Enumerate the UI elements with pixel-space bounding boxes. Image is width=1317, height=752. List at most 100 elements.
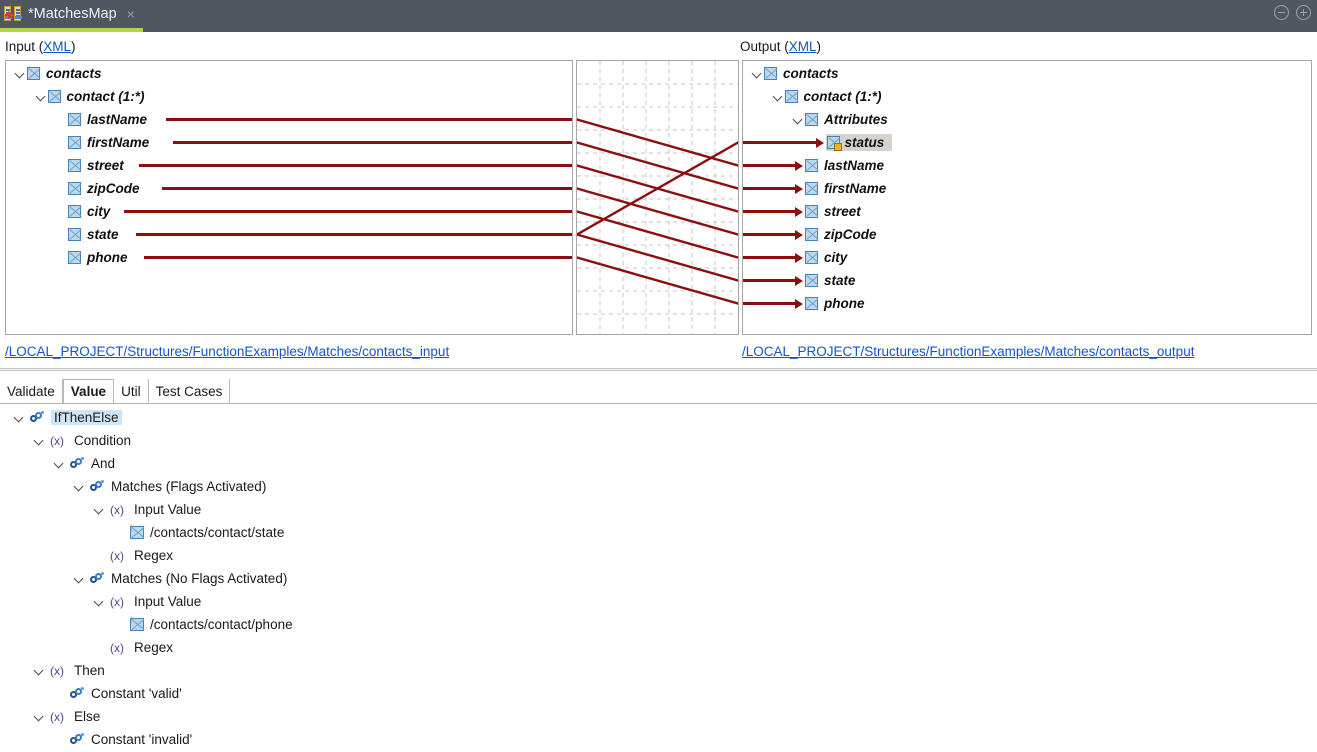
tab-matchesmap[interactable]: *MatchesMap × [0, 0, 143, 32]
chevron-down-icon[interactable] [772, 85, 785, 108]
tree-row[interactable]: street [792, 200, 863, 223]
mapping-stub-line [743, 256, 796, 259]
chevron-down-icon[interactable] [792, 108, 805, 131]
function-tree-row[interactable]: ↑/contacts/contact/state [110, 521, 284, 544]
tree-row[interactable]: state [55, 223, 121, 246]
tree-row-label: phone [824, 296, 865, 311]
tree-row-label: street [824, 204, 861, 219]
input-structure-path[interactable]: /LOCAL_PROJECT/Structures/FunctionExampl… [5, 344, 450, 359]
tree-row[interactable]: phone [55, 246, 130, 269]
function-tree-row[interactable]: (x)Input Value [90, 590, 201, 613]
tab-validate[interactable]: Validate [0, 379, 63, 403]
mapping-stub-line [743, 187, 796, 190]
tree-row[interactable]: street [55, 154, 126, 177]
tree-row[interactable]: lastName [792, 154, 886, 177]
tree-row[interactable]: contacts [751, 62, 841, 85]
function-tree-row[interactable]: ↑/contacts/contact/phone [110, 613, 293, 636]
chevron-down-icon[interactable] [30, 705, 50, 728]
output-tree-panel[interactable]: contacts contact (1:*) Attributes status las… [742, 60, 1312, 335]
mapping-stub-line [743, 141, 817, 144]
tab-test-cases[interactable]: Test Cases [149, 379, 231, 403]
tree-row[interactable]: Attributes [792, 108, 890, 131]
tab-util[interactable]: Util [114, 379, 149, 403]
tree-row[interactable]: zipCode [55, 177, 142, 200]
tree-row[interactable]: zipCode [792, 223, 879, 246]
xml-attribute-icon [826, 136, 842, 151]
input-xml-link[interactable]: XML [43, 39, 72, 54]
tree-row-content: phone [805, 296, 867, 311]
output-label-prefix: Output ( [740, 39, 789, 54]
tree-row[interactable]: firstName [55, 131, 151, 154]
function-tree-row[interactable]: Constant 'valid' [50, 682, 182, 705]
function-tree-row[interactable]: (x)Input Value [90, 498, 201, 521]
tree-row[interactable]: contact (1:*) [35, 85, 147, 108]
function-tree-row-label: Constant 'invalid' [91, 732, 193, 747]
tree-row[interactable]: lastName [55, 108, 149, 131]
chevron-down-icon[interactable] [751, 62, 764, 85]
function-tree-row[interactable]: IfThenElse [10, 406, 122, 429]
tree-row-label: status [842, 134, 889, 151]
tab-value[interactable]: Value [62, 379, 115, 403]
function-tree-row[interactable]: (x)Regex [90, 544, 173, 567]
function-tree-row[interactable]: And [50, 452, 115, 475]
tree-row-label: lastName [824, 158, 885, 173]
input-tree-panel[interactable]: contacts contact (1:*) lastName firstName st… [5, 60, 573, 335]
function-tree-row-label: Input Value [134, 502, 202, 517]
function-tree-row[interactable]: Matches (Flags Activated) [70, 475, 266, 498]
chevron-down-icon[interactable] [30, 429, 50, 452]
tree-row-content: street [805, 204, 863, 219]
chevron-down-icon[interactable] [70, 475, 90, 498]
tree-row[interactable]: phone [792, 292, 867, 315]
xfunction-icon: (x) [110, 594, 124, 609]
title-bar: *MatchesMap × [0, 0, 1317, 32]
output-label-suffix: ) [816, 39, 822, 54]
tree-row-label: contacts [783, 66, 839, 81]
horizontal-splitter[interactable] [0, 368, 1317, 371]
function-tree-row[interactable]: (x)Regex [90, 636, 173, 659]
tree-row[interactable]: state [792, 269, 858, 292]
minimize-icon[interactable] [1274, 5, 1289, 20]
chevron-down-icon[interactable] [30, 659, 50, 682]
output-xml-link[interactable]: XML [788, 39, 817, 54]
tree-row-label: state [87, 227, 119, 242]
output-panel-label: Output (XML) [740, 39, 821, 54]
mapping-stub-line [743, 164, 796, 167]
mapping-canvas[interactable] [576, 60, 739, 335]
chevron-down-icon[interactable] [90, 498, 110, 521]
output-structure-path[interactable]: /LOCAL_PROJECT/Structures/FunctionExampl… [742, 344, 1195, 359]
tree-row-content: lastName [68, 112, 149, 127]
chevron-down-icon[interactable] [35, 85, 48, 108]
chevron-down-icon[interactable] [90, 590, 110, 613]
tree-row[interactable]: firstName [792, 177, 888, 200]
tree-row[interactable]: contacts [14, 62, 104, 85]
function-tree-row[interactable]: Matches (No Flags Activated) [70, 567, 287, 590]
mapping-stub-line [743, 233, 796, 236]
function-tree-row[interactable]: (x)Else [30, 705, 100, 728]
function-tree-row-label: /contacts/contact/state [150, 525, 285, 540]
function-tree-row[interactable]: (x)Condition [30, 429, 131, 452]
chevron-down-icon[interactable] [50, 452, 70, 475]
close-icon[interactable]: × [126, 6, 135, 22]
mapping-stub-line [173, 141, 572, 144]
chevron-down-icon[interactable] [70, 567, 90, 590]
xml-element-icon [68, 136, 81, 149]
function-tree-row-label: Constant 'valid' [91, 686, 182, 701]
tree-row-content: contact (1:*) [784, 89, 884, 104]
tree-row[interactable]: status [813, 131, 893, 154]
tree-row-label: firstName [87, 135, 150, 150]
chevron-down-icon[interactable] [14, 62, 27, 85]
chevron-down-icon[interactable] [10, 406, 30, 429]
maximize-icon[interactable] [1296, 5, 1311, 20]
tree-row-label: contacts [46, 66, 102, 81]
function-tree-row[interactable]: Constant 'invalid' [50, 728, 192, 751]
xml-element-icon [805, 113, 818, 126]
xml-element-icon [805, 159, 818, 172]
tree-row-content: state [805, 273, 858, 288]
tree-row[interactable]: city [55, 200, 112, 223]
mapping-stub-line [743, 302, 796, 305]
tree-row[interactable]: city [792, 246, 849, 269]
function-tree-row[interactable]: (x)Then [30, 659, 105, 682]
tree-row[interactable]: contact (1:*) [772, 85, 884, 108]
